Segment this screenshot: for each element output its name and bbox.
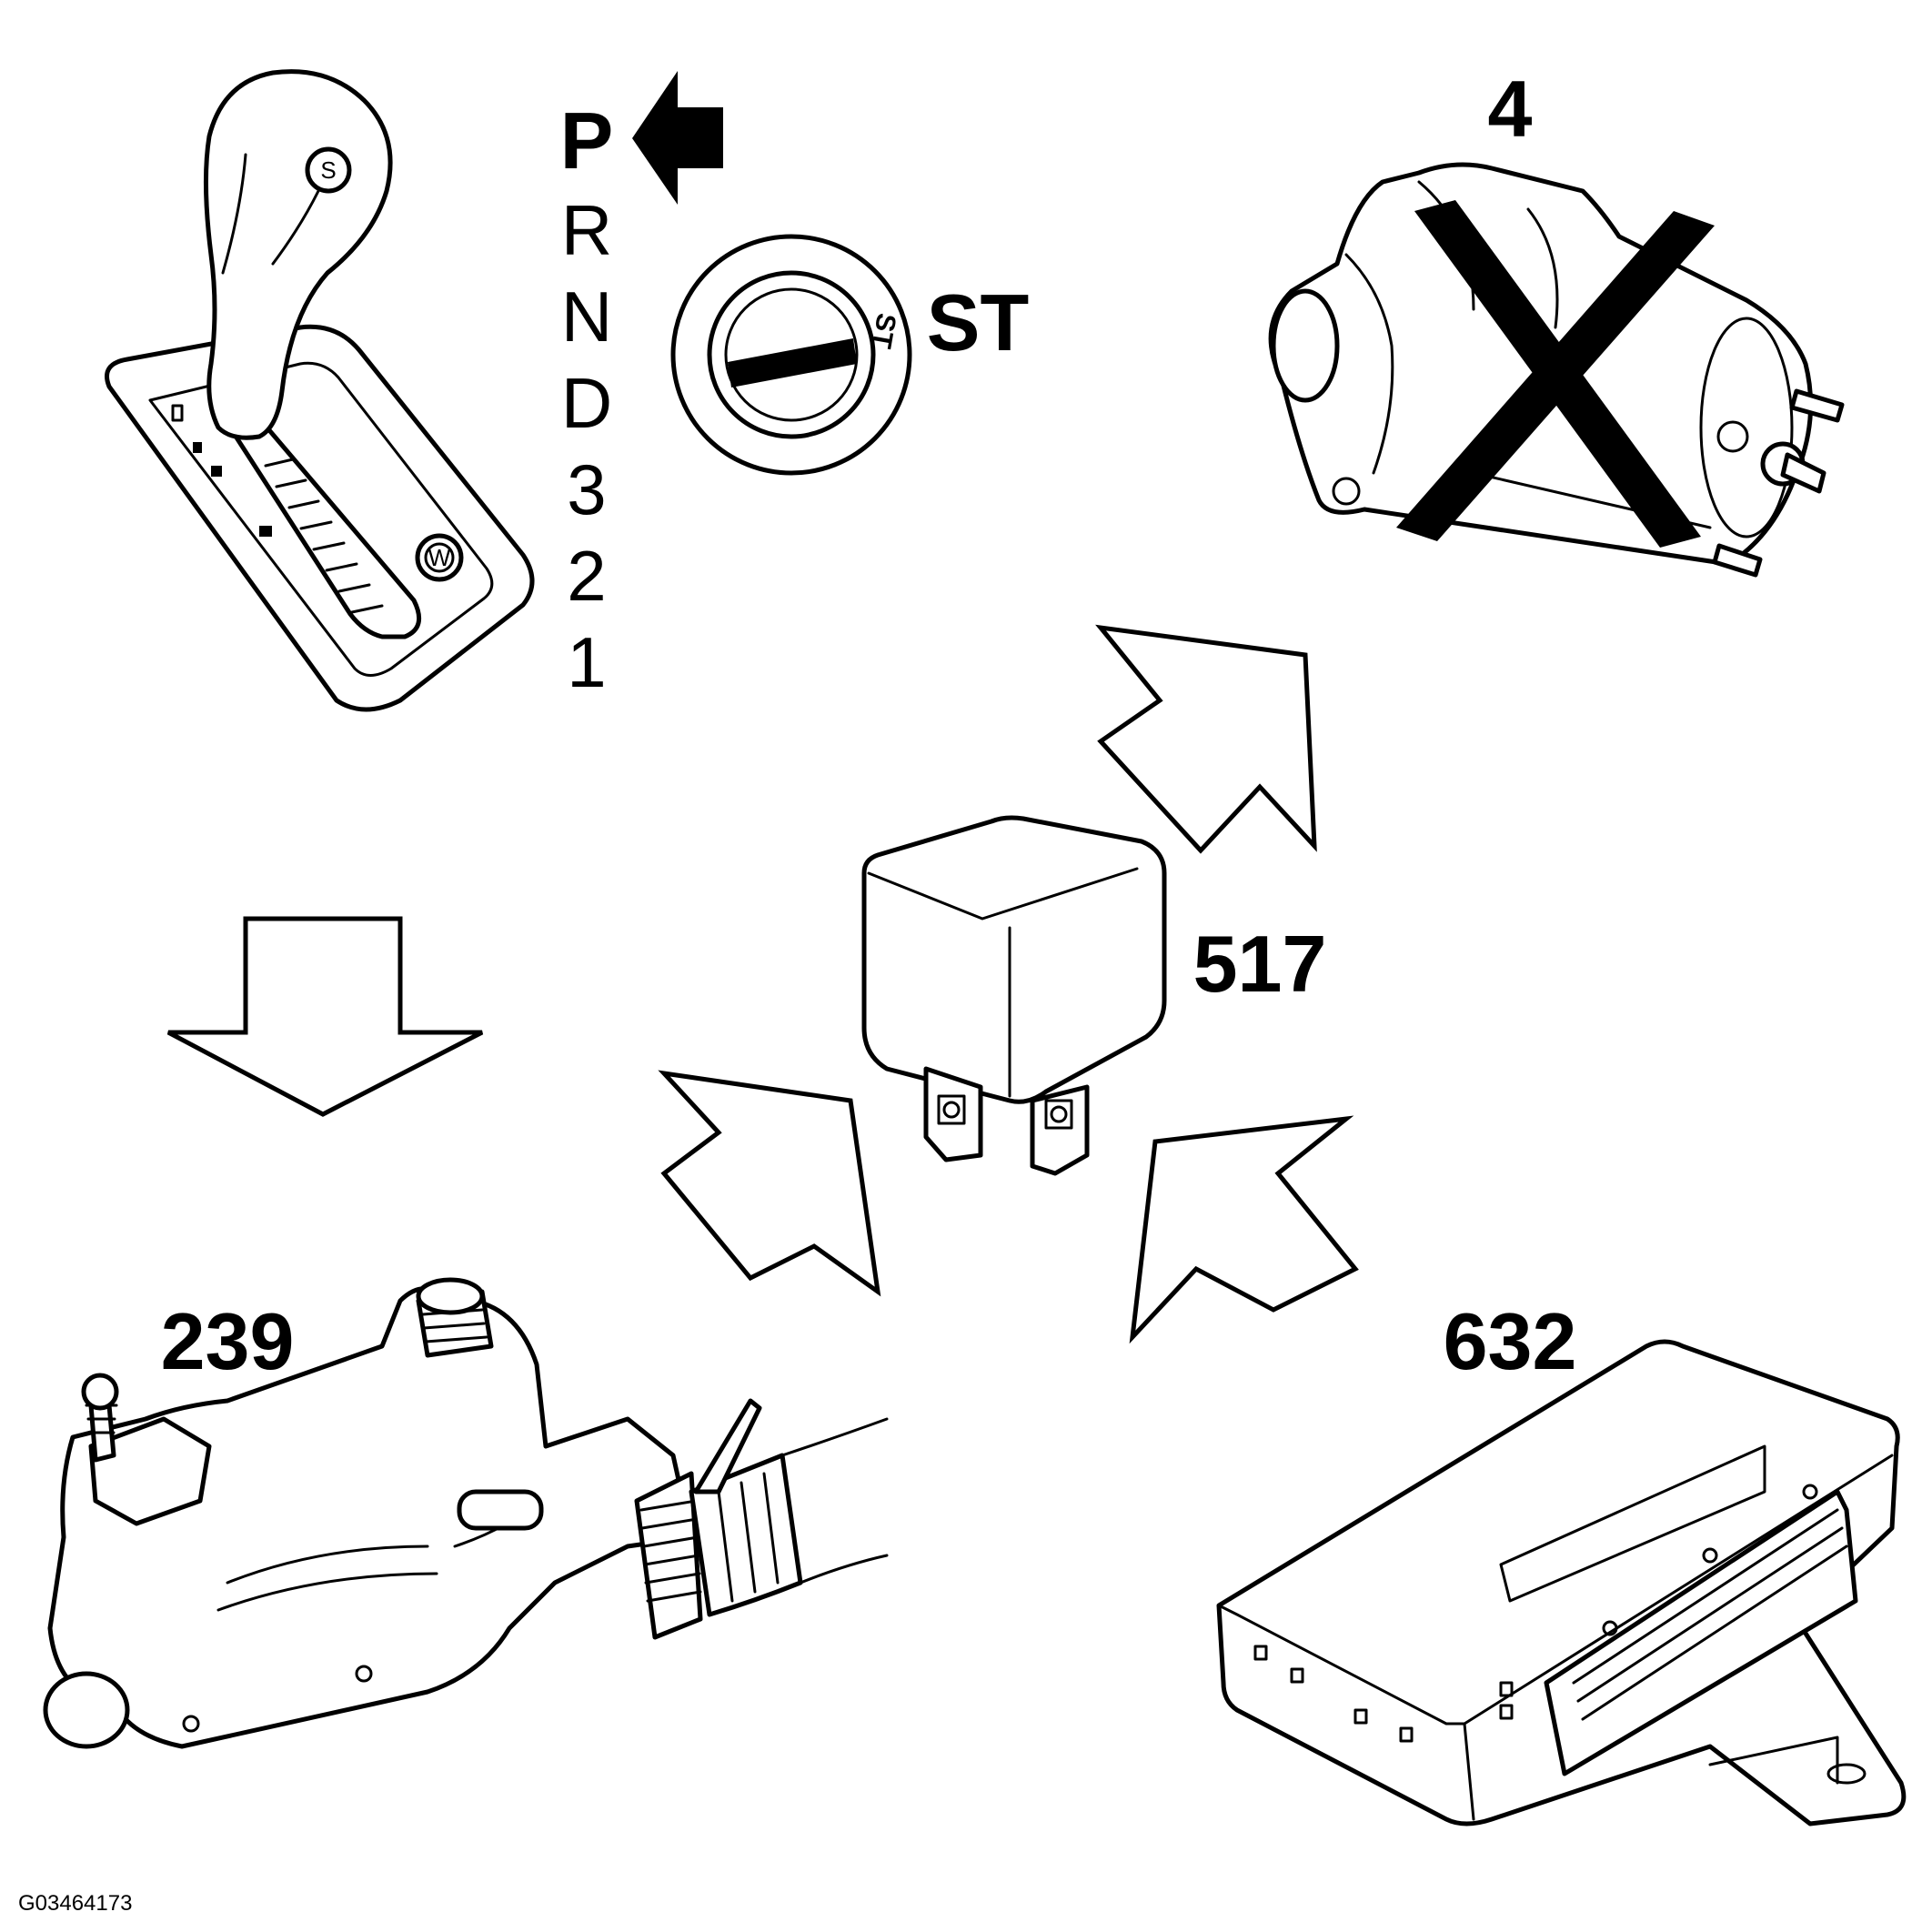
component-label-gear-selector-sensor: 239 bbox=[161, 1296, 295, 1386]
gear-position-label: P bbox=[560, 96, 614, 186]
selected-position-arrow-icon bbox=[632, 71, 723, 205]
figure-id: G03464173 bbox=[18, 1891, 132, 1916]
component-label-control-module: 632 bbox=[1444, 1296, 1577, 1386]
shifter-button-s-label: S bbox=[320, 156, 336, 184]
control-module-icon bbox=[1216, 1339, 1907, 1826]
component-label-relay: 517 bbox=[1193, 919, 1327, 1009]
gear-position-label: N bbox=[561, 277, 612, 357]
ignition-position-label: ST bbox=[927, 277, 1029, 367]
ignition-key-label: ST bbox=[866, 311, 901, 350]
relay-icon bbox=[861, 815, 1167, 1176]
flow-arrow-icon bbox=[1095, 624, 1317, 854]
cross-mark-icon bbox=[1396, 200, 1715, 548]
flow-arrow-icon bbox=[658, 1070, 881, 1297]
gear-position-label: 2 bbox=[567, 536, 606, 616]
component-label-starter-motor: 4 bbox=[1488, 64, 1533, 154]
gear-position-label: R bbox=[561, 190, 612, 270]
gear-position-sensor-icon bbox=[43, 1277, 889, 1749]
flow-arrow-icon bbox=[1129, 1115, 1359, 1344]
gear-position-label: 1 bbox=[567, 622, 606, 702]
gear-shifter-icon bbox=[105, 69, 535, 712]
shifter-button-w-label: W bbox=[428, 544, 451, 571]
gear-position-list: P R N D 3 2 1 bbox=[560, 96, 614, 702]
ignition-switch-icon bbox=[670, 234, 912, 476]
flow-arrow-icon bbox=[166, 916, 484, 1117]
gear-position-label: D bbox=[561, 363, 612, 443]
gear-position-label: 3 bbox=[567, 449, 606, 529]
